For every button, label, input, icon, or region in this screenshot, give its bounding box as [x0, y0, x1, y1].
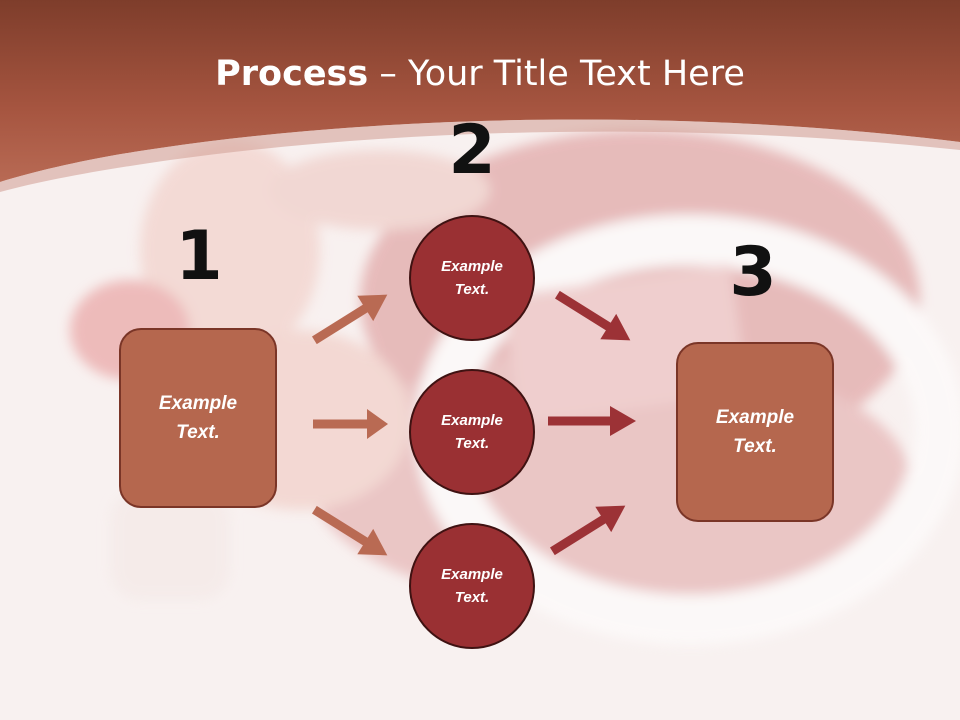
start-box-label: Example Text.: [158, 393, 238, 443]
step-circle-top-label: Example Text.: [441, 258, 503, 298]
arrow-start-to-bottom: [311, 505, 388, 556]
title-rest: – Your Title Text Here: [368, 54, 745, 94]
start-box: Example Text.: [119, 328, 277, 508]
arrow-start-to-middle: [313, 409, 388, 439]
step-number-2: 2: [448, 111, 496, 190]
arrow-middle-to-end: [548, 406, 636, 436]
end-box: Example Text.: [676, 342, 834, 522]
end-box-label: Example Text.: [715, 407, 795, 457]
arrow-bottom-to-end: [549, 505, 626, 556]
step-circle-middle: Example Text.: [409, 369, 535, 495]
step-number-1: 1: [175, 217, 223, 296]
step-circle-bottom-label: Example Text.: [441, 566, 503, 606]
arrow-top-to-end: [554, 290, 631, 341]
step-circle-middle-label: Example Text.: [441, 412, 503, 452]
title-bold: Process: [215, 54, 369, 94]
step-circle-bottom: Example Text.: [409, 523, 535, 649]
slide-title: Process – Your Title Text Here: [0, 52, 960, 96]
arrow-start-to-top: [311, 294, 388, 345]
step-circle-top: Example Text.: [409, 215, 535, 341]
header-band: [0, 0, 960, 192]
step-number-3: 3: [729, 233, 777, 312]
